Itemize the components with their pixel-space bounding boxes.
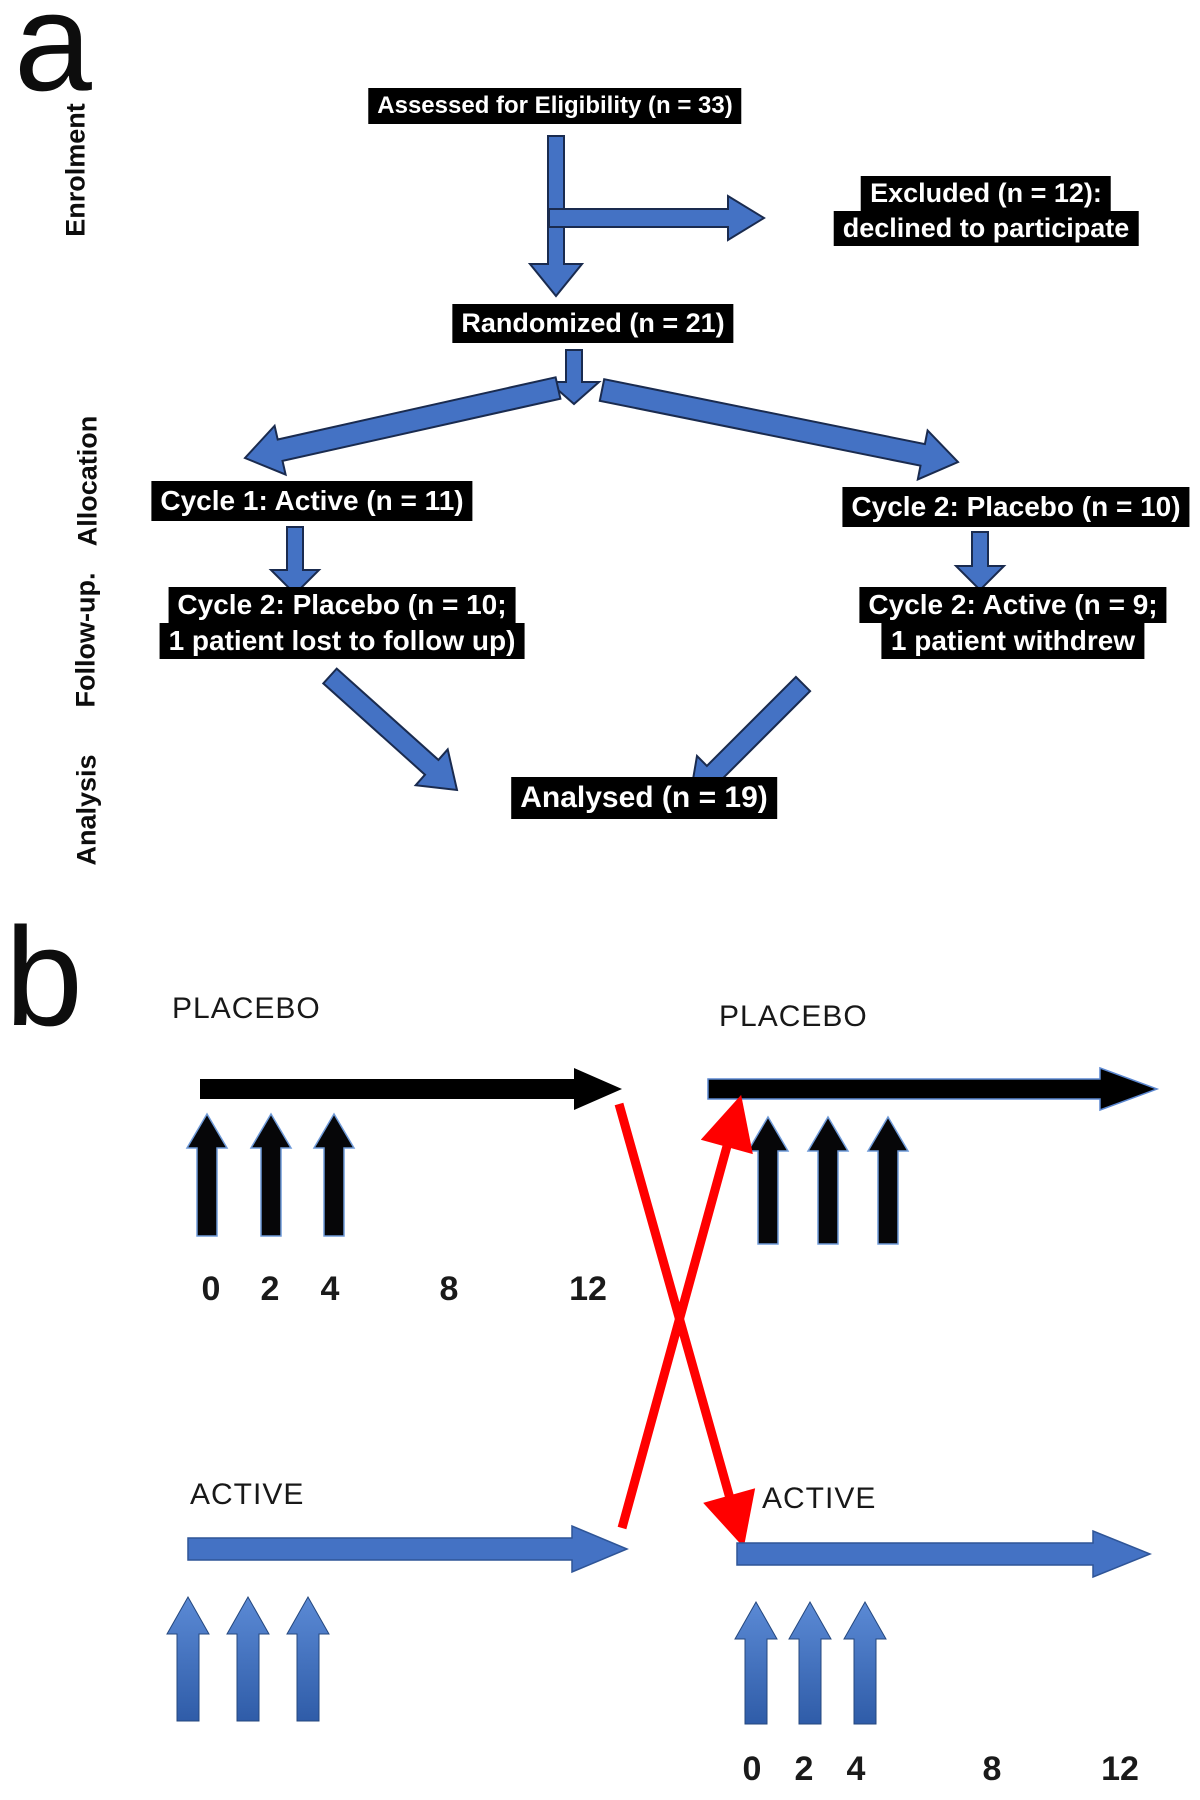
- flow-box-followup-left-line2: 1 patient lost to follow up): [159, 623, 525, 659]
- crossover-arrow-active-to-placebo: [617, 1094, 753, 1530]
- flow-box-assessed: Assessed for Eligibility (n = 33): [368, 88, 742, 124]
- flow-box-followup-right-line2: 1 patient withdrew: [881, 623, 1145, 659]
- panel-a-label: a: [14, 0, 92, 120]
- flow-box-randomized: Randomized (n = 21): [452, 304, 734, 343]
- week-tick: 4: [846, 1750, 866, 1788]
- dose-arrow-active2-week0: [734, 1600, 778, 1725]
- dose-arrow-active2-week4: [843, 1600, 887, 1725]
- flow-box-allocation-right: Cycle 2: Placebo (n = 10): [842, 487, 1190, 527]
- week-tick: 2: [794, 1750, 814, 1788]
- timeline-label-active-first: ACTIVE: [190, 1478, 305, 1511]
- flow-arrow-randomized-to-left: [243, 376, 562, 477]
- flow-arrow-randomized-down: [546, 349, 602, 406]
- week-tick: 0: [201, 1270, 221, 1308]
- dose-arrow-placebo1-week2: [249, 1112, 293, 1237]
- timeline-arrow-placebo-second: [707, 1066, 1160, 1112]
- dose-arrow-placebo1-week4: [312, 1112, 356, 1237]
- week-tick: 12: [569, 1270, 607, 1308]
- flow-box-analysed: Analysed (n = 19): [511, 777, 777, 819]
- dose-arrow-active1-week0: [166, 1595, 210, 1722]
- flow-arrow-allocation-left-down: [268, 526, 322, 596]
- dose-arrow-placebo2-week0: [746, 1115, 790, 1245]
- flow-box-allocation-left: Cycle 1: Active (n = 11): [151, 481, 473, 521]
- dose-arrow-placebo1-week0: [185, 1112, 229, 1237]
- week-tick: 2: [260, 1270, 280, 1308]
- flow-arrow-excluded-right: [548, 194, 766, 242]
- timeline-label-active-second: ACTIVE: [762, 1482, 877, 1515]
- flow-box-excluded: Excluded (n = 12): declined to participa…: [833, 176, 1139, 246]
- timeline-label-placebo-first: PLACEBO: [172, 992, 321, 1025]
- dose-arrow-placebo2-week4: [866, 1115, 910, 1245]
- stage-label-allocation: Allocation: [72, 415, 103, 547]
- week-tick: 8: [439, 1270, 459, 1308]
- stage-label-analysis: Analysis: [71, 754, 102, 866]
- crossover-arrow-placebo-to-active: [614, 1102, 756, 1548]
- timeline-arrow-active-second: [736, 1529, 1153, 1579]
- dose-arrow-active1-week2: [226, 1595, 270, 1722]
- flow-box-followup-right: Cycle 2: Active (n = 9; 1 patient withdr…: [859, 587, 1167, 659]
- flow-box-followup-right-line1: Cycle 2: Active (n = 9;: [859, 587, 1167, 623]
- panel-b-label: b: [5, 898, 83, 1055]
- flow-box-excluded-line1: Excluded (n = 12):: [861, 176, 1111, 211]
- timeline-arrow-active-first: [187, 1524, 629, 1574]
- flow-box-excluded-line2: declined to participate: [833, 211, 1139, 246]
- week-tick: 8: [982, 1750, 1002, 1788]
- flow-box-followup-left: Cycle 2: Placebo (n = 10; 1 patient lost…: [159, 587, 525, 659]
- stage-label-followup: Follow-up.: [70, 572, 101, 708]
- dose-arrow-placebo2-week2: [806, 1115, 850, 1245]
- flow-arrow-randomized-to-right: [598, 378, 960, 482]
- flow-arrow-allocation-right-down: [953, 531, 1007, 592]
- dose-arrow-active1-week4: [286, 1595, 330, 1722]
- timeline-arrow-placebo-first: [200, 1068, 622, 1110]
- stage-label-enrolment: Enrolment: [60, 103, 91, 237]
- flow-box-followup-left-line1: Cycle 2: Placebo (n = 10;: [168, 587, 516, 623]
- week-tick: 0: [742, 1750, 762, 1788]
- week-tick: 4: [320, 1270, 340, 1308]
- flow-arrow-followup-left-to-analysed: [321, 667, 459, 792]
- dose-arrow-active2-week2: [788, 1600, 832, 1725]
- week-tick: 12: [1101, 1750, 1139, 1788]
- timeline-label-placebo-second: PLACEBO: [719, 1000, 868, 1033]
